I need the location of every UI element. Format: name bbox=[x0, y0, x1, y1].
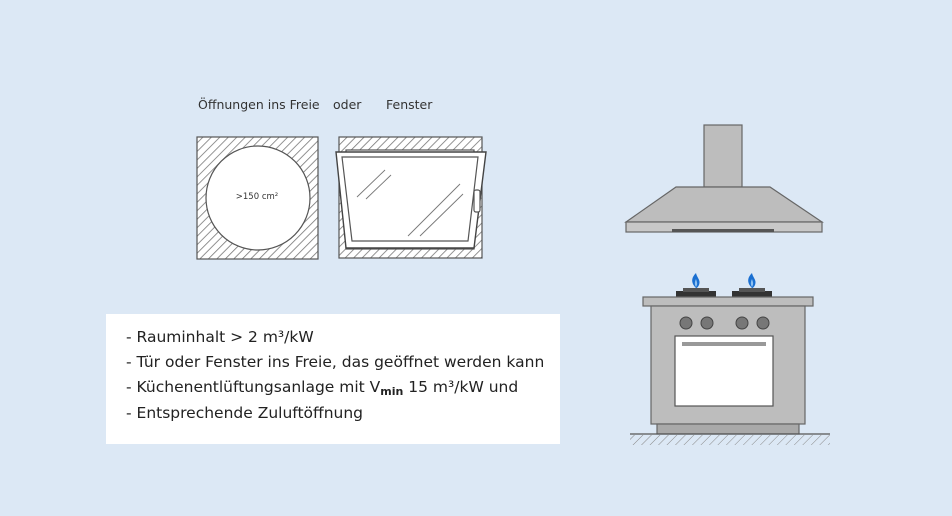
opening-label: Öffnungen ins Freie bbox=[198, 97, 320, 112]
requirement-door-window: - Tür oder Fenster ins Freie, das geöffn… bbox=[126, 353, 545, 371]
extractor-hood-icon bbox=[624, 124, 824, 233]
vmin-subscript: min bbox=[380, 385, 404, 398]
stove-knobs bbox=[679, 316, 770, 330]
requirements-list: - Rauminhalt > 2 m³/kW - Tür oder Fenste… bbox=[106, 314, 560, 426]
requirement-air-inlet: - Entsprechende Zuluftöffnung bbox=[126, 404, 364, 422]
opening-area-label: >150 cm² bbox=[235, 192, 279, 202]
requirement-ventilation-system: - Küchenentlüftungsanlage mit Vmin 15 m³… bbox=[126, 375, 560, 401]
or-label: oder bbox=[333, 97, 362, 112]
gas-stove-icon bbox=[630, 273, 830, 445]
requirement-ventilation-prefix: - Küchenentlüftungsanlage mit V bbox=[126, 378, 381, 396]
flame-icon bbox=[692, 273, 700, 288]
requirements-box: - Rauminhalt > 2 m³/kW - Tür oder Fenste… bbox=[106, 314, 560, 444]
wall-opening-icon bbox=[196, 136, 319, 260]
window-label: Fenster bbox=[386, 97, 433, 112]
requirement-ventilation-suffix: 15 m³/kW und bbox=[403, 378, 519, 396]
requirement-room-volume: - Rauminhalt > 2 m³/kW bbox=[126, 328, 314, 346]
window-icon bbox=[335, 136, 487, 259]
flame-icon bbox=[748, 273, 756, 288]
